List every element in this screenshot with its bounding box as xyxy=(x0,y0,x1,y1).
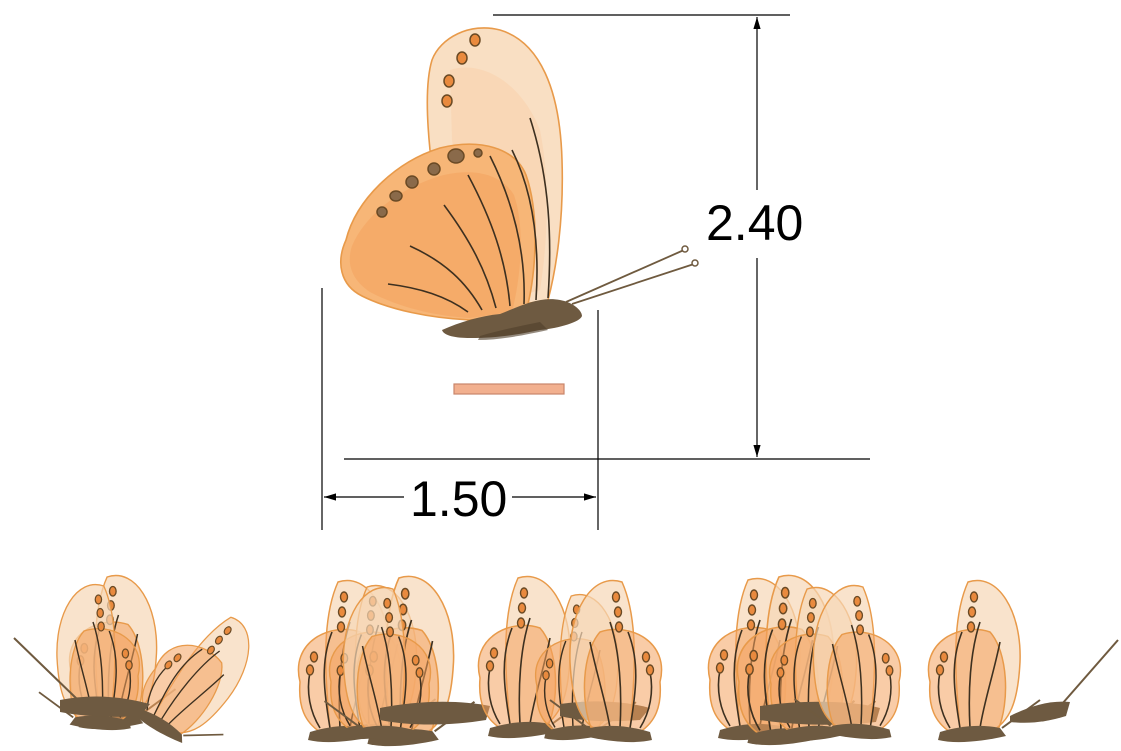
butterfly-cluster xyxy=(13,574,1119,751)
scale-bar xyxy=(453,383,565,395)
main-butterfly-icon xyxy=(340,27,699,340)
height-dimension-label: 2.40 xyxy=(706,195,803,251)
cluster-butterfly-icon xyxy=(13,574,283,751)
cluster-butterfly-icon xyxy=(297,575,490,748)
width-dimension-label: 1.50 xyxy=(410,471,507,527)
antennae xyxy=(565,249,695,305)
wing-veins xyxy=(387,117,551,313)
dimension-lines xyxy=(321,14,870,530)
butterfly-body xyxy=(442,299,582,338)
wing-spots xyxy=(441,33,481,108)
cluster-butterfly-icon xyxy=(793,579,1119,744)
